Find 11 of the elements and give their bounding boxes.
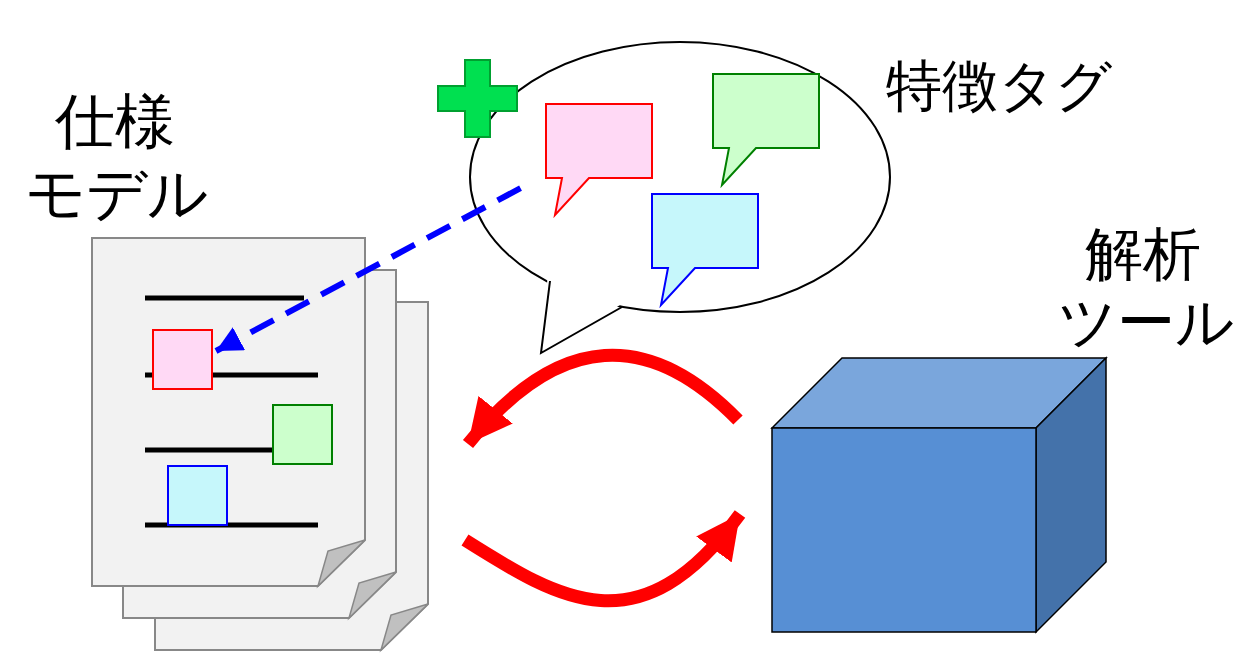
heading: 仕様モデル xyxy=(25,85,209,229)
speech-tag xyxy=(545,103,653,216)
tag-marker xyxy=(167,465,228,526)
heading: 特徴タグ xyxy=(886,52,1113,120)
arrow xyxy=(461,509,746,607)
tag-marker xyxy=(152,329,213,390)
arrow xyxy=(463,349,743,449)
heading: 解析ツール xyxy=(1058,220,1234,356)
speech-tag xyxy=(712,73,820,186)
tag-marker xyxy=(272,404,333,465)
speech-tag xyxy=(651,193,759,306)
